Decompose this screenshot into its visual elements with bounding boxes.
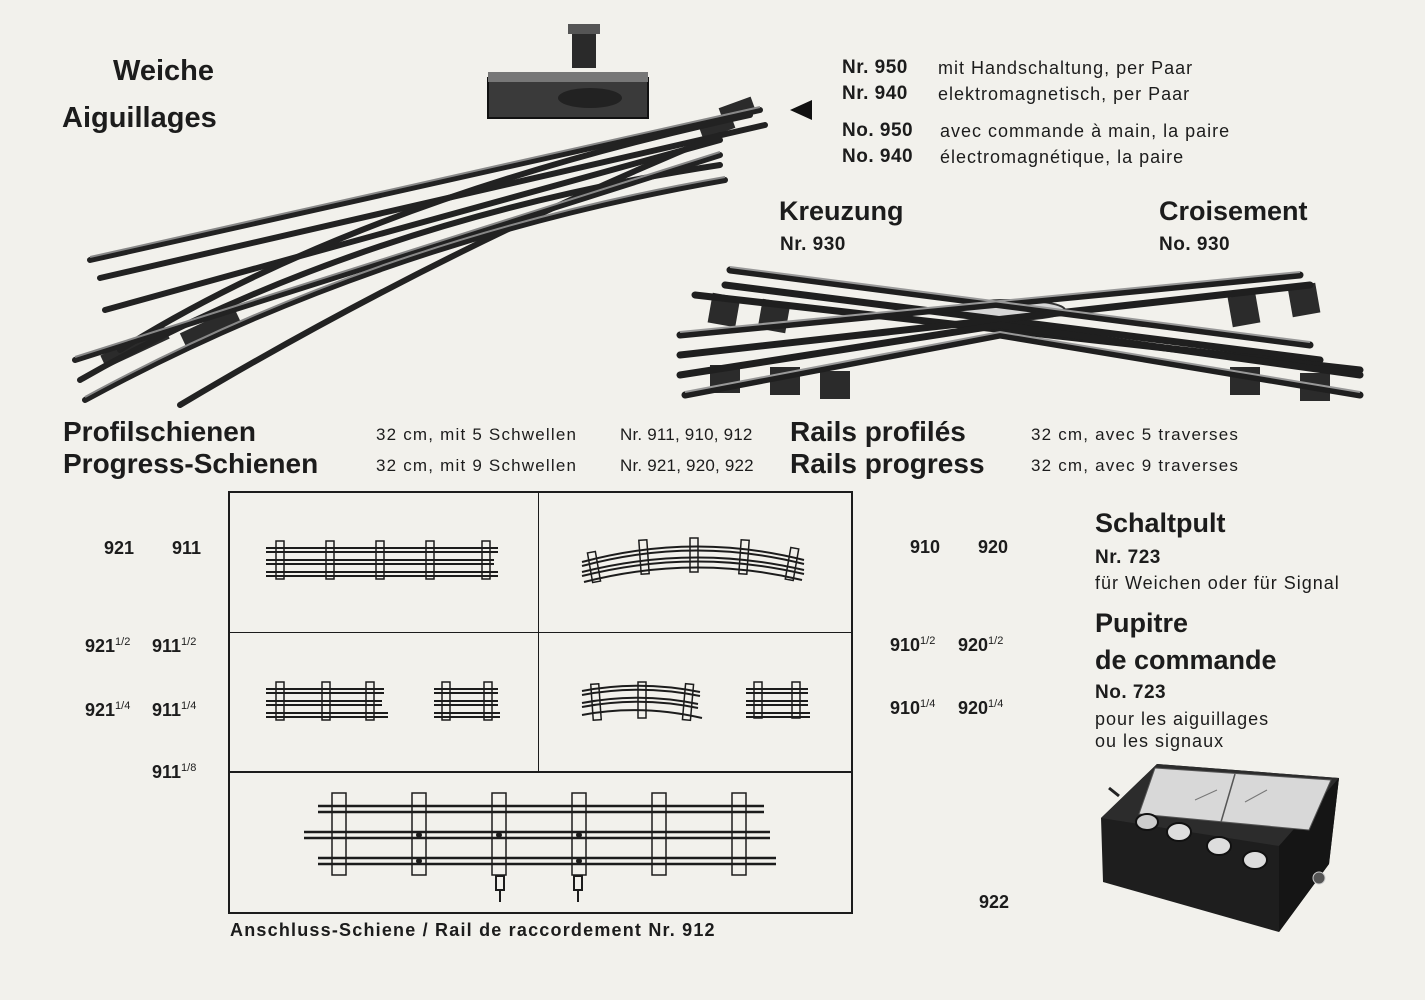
straight-rail-half-quarter: [266, 681, 500, 721]
label-921-half: 9211/2: [85, 636, 131, 656]
rails-profil-nrs: Nr. 911, 910, 912: [620, 425, 753, 444]
crossing-title-de: Kreuzung: [779, 196, 904, 226]
label-921-quarter: 9211/4: [85, 700, 131, 720]
connector-caption: Anschluss-Schiene / Rail de raccordement…: [230, 920, 716, 940]
label-911-half: 9111/2: [152, 636, 197, 656]
switch-title-de: Weiche: [113, 55, 215, 87]
control-nr-fr: No. 723: [1095, 682, 1167, 703]
crossing-title-fr: Croisement: [1159, 196, 1308, 226]
rails-profil-de: Profilschienen: [63, 416, 256, 447]
control-desc-fr-2: ou les signaux: [1095, 731, 1225, 751]
crossing-nr-fr: No. 930: [1159, 234, 1231, 255]
spec-text-940-de: elektromagnetisch, per Paar: [938, 84, 1191, 104]
label-911: 911: [172, 538, 202, 558]
control-title-fr-1: Pupitre: [1095, 608, 1189, 638]
label-911-eighth: 9111/8: [152, 762, 197, 782]
control-desc-fr-1: pour les aiguillages: [1095, 709, 1270, 729]
rails-progress-fr: Rails progress: [790, 448, 985, 479]
rails-progress-spec-fr: 32 cm, avec 9 traverses: [1031, 456, 1240, 475]
label-910: 910: [910, 537, 941, 557]
rails-progress-nrs: Nr. 921, 920, 922: [620, 456, 754, 475]
control-title-fr-2: de commande: [1095, 645, 1277, 675]
switch-track-illustration: [72, 24, 768, 408]
rails-progress-spec-de: 32 cm, mit 9 Schwellen: [376, 456, 578, 475]
label-921: 921: [104, 538, 135, 558]
rails-profil-spec-fr: 32 cm, avec 5 traverses: [1031, 425, 1240, 444]
control-nr-de: Nr. 723: [1095, 547, 1161, 568]
connector-rail-illustration: [304, 792, 776, 902]
spec-nr-940-fr: No. 940: [842, 146, 914, 167]
label-920-half: 9201/2: [958, 635, 1004, 655]
spec-nr-950-fr: No. 950: [842, 120, 914, 141]
crossing-nr-de: Nr. 930: [780, 234, 846, 255]
rails-profil-fr: Rails profilés: [790, 416, 966, 447]
spec-text-950-de: mit Handschaltung, per Paar: [938, 58, 1194, 78]
label-910-quarter: 9101/4: [890, 698, 936, 718]
rails-progress-de: Progress-Schienen: [63, 448, 319, 479]
straight-rail-full: [266, 540, 498, 580]
label-920-quarter: 9201/4: [958, 698, 1004, 718]
control-desc-de: für Weichen oder für Signal: [1095, 573, 1340, 593]
curved-rail-full: [581, 537, 805, 584]
control-title-de: Schaltpult: [1095, 508, 1226, 538]
label-910-half: 9101/2: [890, 635, 936, 655]
label-920: 920: [978, 537, 1009, 557]
spec-nr-940-de: Nr. 940: [842, 83, 908, 104]
label-922: 922: [979, 892, 1010, 912]
spec-text-950-fr: avec commande à main, la paire: [940, 121, 1231, 141]
crossing-track-illustration: [676, 266, 1364, 401]
rails-profil-spec-de: 32 cm, mit 5 Schwellen: [376, 425, 578, 444]
label-911-quarter: 9111/4: [152, 700, 197, 720]
control-panel-illustration: [1101, 764, 1339, 932]
switch-title-fr: Aiguillages: [62, 102, 217, 134]
spec-text-940-fr: électromagnétique, la paire: [940, 147, 1185, 167]
pointer-triangle-icon: [790, 100, 812, 120]
curved-rail-half-quarter: [581, 681, 810, 722]
spec-nr-950-de: Nr. 950: [842, 57, 908, 78]
